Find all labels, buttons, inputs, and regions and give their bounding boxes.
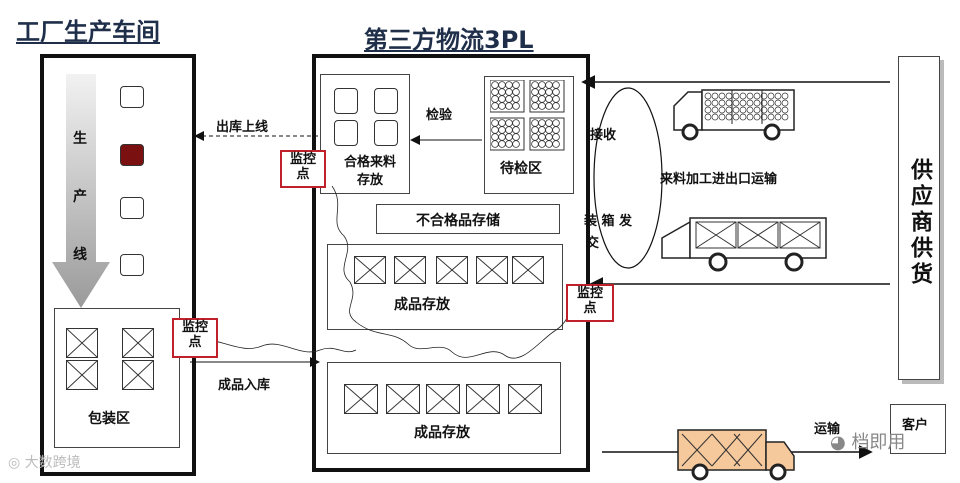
- wechat-icon: ◕: [830, 432, 852, 453]
- customer-box: [890, 404, 946, 454]
- finished-crate: [436, 256, 468, 284]
- pack-crate: [66, 360, 98, 390]
- out-to-line-label: 出库上线: [216, 120, 269, 135]
- monitor-point-qualified: 监控点: [280, 150, 326, 188]
- production-line-char-1: 生: [73, 131, 87, 147]
- customer-truck: [677, 429, 795, 481]
- finished-crate: [386, 384, 420, 414]
- packaging-area-label: 包装区: [88, 411, 130, 427]
- finished-crate: [344, 384, 378, 414]
- road-label: 运输: [814, 422, 841, 437]
- pack-crate: [122, 328, 154, 358]
- ship-label-2: 交: [586, 236, 600, 251]
- finished-crate: [466, 384, 500, 414]
- pack-crate: [66, 328, 98, 358]
- qualified-storage-label: 合格来料存放: [343, 155, 396, 188]
- finished-crate: [508, 384, 542, 414]
- tpl-frame: [312, 54, 590, 472]
- unqualified-storage: [376, 204, 560, 234]
- factory-frame: [40, 54, 196, 476]
- unqualified-storage-label: 不合格品存储: [416, 213, 500, 229]
- watermark-logo-icon: ◎: [8, 455, 25, 471]
- storage-bin: [374, 88, 398, 114]
- finished-in-label: 成品入库: [218, 378, 271, 393]
- production-line-char-2: 产: [73, 189, 87, 205]
- receive-ship-oval: [593, 87, 663, 269]
- inspection-pallets: [490, 80, 565, 151]
- factory-title: 工厂生产车间: [16, 18, 160, 46]
- monitor-point-shipping: 监控点: [566, 284, 614, 322]
- production-line-arrow: [52, 74, 110, 308]
- finished-crate: [426, 384, 460, 414]
- watermark-left: ◎ 大数跨境: [8, 455, 81, 471]
- ship-label: 装 箱 发: [584, 214, 633, 229]
- customer-label: 客户: [902, 418, 929, 433]
- line-station-4: [120, 254, 144, 276]
- pack-crate: [122, 360, 154, 390]
- line-station-3: [120, 197, 144, 219]
- production-line-char-3: 线: [73, 247, 87, 263]
- watermark-right: ◕ 档即用: [830, 432, 906, 453]
- receive-label: 接收: [590, 128, 617, 143]
- line-station-1: [120, 86, 144, 108]
- inspection-area-label: 待检区: [500, 161, 542, 177]
- finished-crate: [512, 256, 544, 284]
- inbound-truck-loaded: [673, 89, 795, 141]
- finished-crate: [476, 256, 508, 284]
- line-station-2: [120, 144, 144, 166]
- storage-bin: [374, 120, 398, 146]
- inspect-label: 检验: [426, 108, 453, 123]
- finished-storage-lower-label: 成品存放: [414, 425, 470, 441]
- supplier-box: [898, 56, 940, 380]
- inbound-transport-label: 来料加工进出口运输: [660, 172, 778, 187]
- finished-crate: [394, 256, 426, 284]
- monitor-route-path: [189, 185, 575, 359]
- tpl-title: 第三方物流3PL: [364, 26, 534, 54]
- supplier-label: 供应商供货: [907, 158, 933, 288]
- finished-crate: [354, 256, 386, 284]
- outbound-truck-crates: [661, 217, 827, 272]
- finished-storage-upper-label: 成品存放: [394, 297, 450, 313]
- storage-bin: [334, 120, 358, 146]
- monitor-point-packaging: 监控点: [172, 318, 218, 358]
- storage-bin: [334, 88, 358, 114]
